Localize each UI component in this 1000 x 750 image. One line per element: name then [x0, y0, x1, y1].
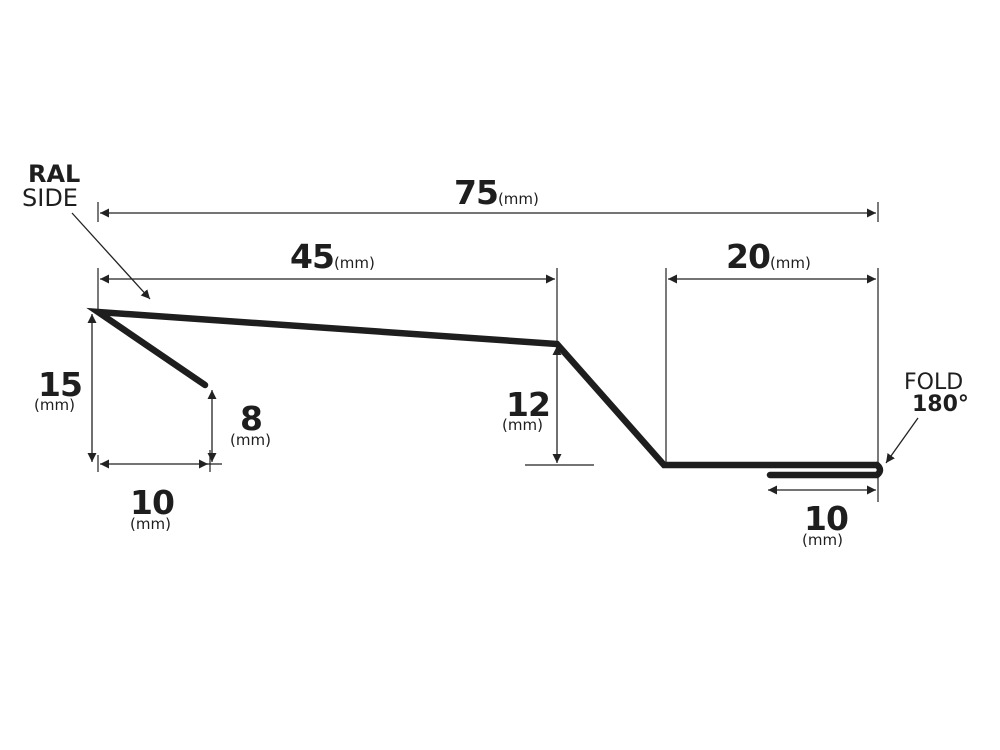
dim-8-value: 8: [240, 399, 263, 438]
ral-side-pointer: [71, 212, 151, 300]
dim-10-left-value: 10: [130, 483, 175, 522]
dim-20-unit: (mm): [769, 254, 811, 272]
dim-20-label: 20(mm): [726, 240, 811, 273]
dim-12-value: 12: [506, 385, 551, 424]
dimension-lines: [87, 208, 876, 495]
hem-fold: [766, 461, 884, 479]
dim-20-value: 20: [726, 237, 771, 276]
side-label: SIDE: [22, 184, 78, 212]
dim-15-unit: (mm): [34, 396, 75, 414]
dim-45-label: 45(mm): [290, 240, 375, 273]
dim-75-unit: (mm): [497, 190, 539, 208]
extension-lines: [97, 202, 879, 502]
ral-label: RAL: [28, 160, 81, 188]
dim-10-left-unit: (mm): [130, 515, 171, 533]
dim-10-right-value: 10: [804, 499, 849, 538]
profile-outline: [86, 307, 881, 469]
dim-10-right-unit: (mm): [802, 531, 843, 549]
fold-angle-label: 180°: [912, 392, 969, 417]
dim-45-value: 45: [290, 237, 335, 276]
fold-label: FOLD: [904, 370, 964, 395]
fold-pointer: [885, 417, 919, 464]
dim-8-unit: (mm): [230, 431, 271, 449]
dim-12-unit: (mm): [502, 416, 543, 434]
dim-45-unit: (mm): [333, 254, 375, 272]
dim-15-value: 15: [38, 365, 83, 404]
dim-75-value: 75: [454, 173, 499, 212]
dim-75-label: 75(mm): [454, 176, 539, 209]
